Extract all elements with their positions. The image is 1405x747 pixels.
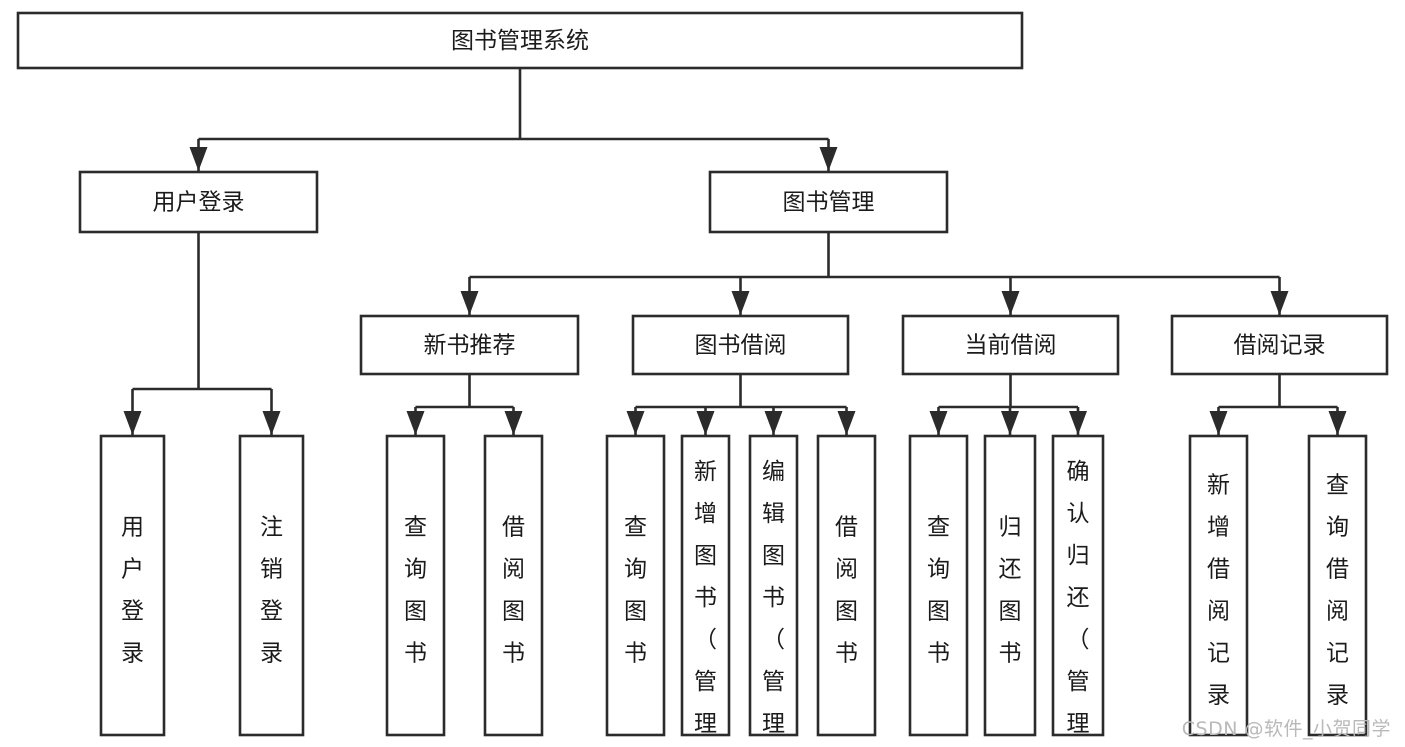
- node-box[interactable]: [631, 314, 850, 376]
- node-label: 确认归还（管理员）: [1067, 459, 1090, 747]
- node-current-borrow[interactable]: 当前借阅: [901, 314, 1120, 376]
- arrow-head-icon: [460, 291, 479, 315]
- arrow-head-icon: [123, 411, 142, 435]
- edge-layer: [123, 68, 1347, 435]
- node-box[interactable]: [908, 434, 969, 737]
- arrow-head-icon: [504, 411, 523, 435]
- node-box[interactable]: [99, 434, 166, 737]
- node-box[interactable]: [385, 434, 446, 737]
- node-borrow-record[interactable]: 借阅记录: [1170, 314, 1389, 376]
- node-box[interactable]: [605, 434, 666, 737]
- node-label: 用户登录: [121, 514, 144, 666]
- node-new-book-rec[interactable]: 新书推荐: [359, 314, 580, 376]
- node-leaf-borrow-edit[interactable]: 编辑图书（管理员）: [748, 434, 799, 747]
- node-box[interactable]: [1051, 434, 1105, 737]
- node-label: 归还图书: [999, 514, 1022, 666]
- node-root[interactable]: 图书管理系统: [16, 11, 1024, 70]
- arrow-head-icon: [626, 411, 645, 435]
- node-label: 新增图书（管理员）: [694, 459, 717, 747]
- node-leaf-rec-borrow[interactable]: 借阅图书: [483, 434, 544, 737]
- node-leaf-cur-return[interactable]: 归还图书: [983, 434, 1037, 737]
- node-label: 查询图书: [927, 514, 950, 666]
- arrow-head-icon: [696, 411, 715, 435]
- node-label: 借阅图书: [835, 514, 858, 666]
- node-label: 新增借阅记录: [1207, 472, 1230, 708]
- arrow-head-icon: [1328, 411, 1347, 435]
- node-label: 查询图书: [624, 514, 647, 666]
- node-box[interactable]: [238, 434, 305, 737]
- node-box[interactable]: [816, 434, 877, 737]
- node-leaf-borrow-add[interactable]: 新增图书（管理员）: [680, 434, 731, 747]
- node-label: 图书管理: [783, 190, 875, 216]
- node-box[interactable]: [1307, 434, 1368, 737]
- node-box[interactable]: [983, 434, 1037, 737]
- arrow-head-icon: [837, 411, 856, 435]
- arrow-head-icon: [189, 147, 208, 171]
- node-box[interactable]: [1170, 314, 1389, 376]
- arrow-head-icon: [764, 411, 783, 435]
- arrow-head-icon: [1069, 411, 1087, 435]
- node-book-borrow[interactable]: 图书借阅: [631, 314, 850, 376]
- node-user-login[interactable]: 用户登录: [78, 170, 319, 234]
- node-leaf-rec-query[interactable]: 查询图书: [385, 434, 446, 737]
- node-label: 借阅图书: [502, 514, 525, 666]
- arrow-head-icon: [1209, 411, 1228, 435]
- node-book-manage[interactable]: 图书管理: [708, 170, 949, 234]
- arrow-head-icon: [1001, 411, 1019, 435]
- arrow-head-icon: [929, 411, 948, 435]
- node-box[interactable]: [16, 11, 1024, 70]
- node-box[interactable]: [901, 314, 1120, 376]
- arrow-head-icon: [262, 411, 281, 435]
- node-label: 图书借阅: [695, 333, 787, 359]
- node-label: 借阅记录: [1234, 333, 1326, 359]
- node-leaf-user-logout[interactable]: 注销登录: [238, 434, 305, 737]
- node-leaf-cur-query[interactable]: 查询图书: [908, 434, 969, 737]
- node-box[interactable]: [680, 434, 731, 737]
- node-leaf-rec-add[interactable]: 新增借阅记录: [1188, 434, 1249, 737]
- arrow-head-icon: [406, 411, 425, 435]
- node-label: 查询图书: [404, 514, 427, 666]
- node-leaf-rec-search[interactable]: 查询借阅记录: [1307, 434, 1368, 737]
- arrow-head-icon: [1270, 291, 1289, 315]
- node-layer: 图书管理系统用户登录图书管理新书推荐图书借阅当前借阅借阅记录用户登录注销登录查询…: [16, 11, 1389, 747]
- node-box[interactable]: [748, 434, 799, 737]
- node-label: 用户登录: [153, 190, 245, 216]
- node-leaf-borrow-lend[interactable]: 借阅图书: [816, 434, 877, 737]
- node-label: 当前借阅: [965, 333, 1057, 359]
- node-label: 注销登录: [260, 514, 283, 666]
- node-label: 查询借阅记录: [1326, 472, 1349, 708]
- node-label: 新书推荐: [424, 333, 516, 359]
- node-leaf-user-login[interactable]: 用户登录: [99, 434, 166, 737]
- node-label: 图书管理系统: [451, 28, 589, 54]
- node-box[interactable]: [359, 314, 580, 376]
- node-leaf-cur-confirm[interactable]: 确认归还（管理员）: [1051, 434, 1105, 747]
- node-box[interactable]: [1188, 434, 1249, 737]
- node-box[interactable]: [78, 170, 319, 234]
- node-box[interactable]: [483, 434, 544, 737]
- arrow-head-icon: [819, 147, 838, 171]
- arrow-head-icon: [731, 291, 750, 315]
- node-leaf-borrow-query[interactable]: 查询图书: [605, 434, 666, 737]
- node-box[interactable]: [708, 170, 949, 234]
- arrow-head-icon: [1001, 291, 1020, 315]
- node-label: 编辑图书（管理员）: [762, 459, 785, 747]
